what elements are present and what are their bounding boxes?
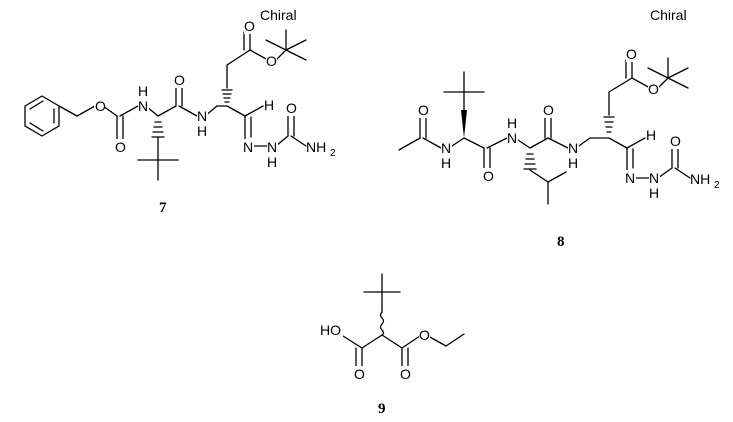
atom-n: N xyxy=(507,130,517,146)
atom-o: O xyxy=(115,139,126,155)
atom-n: N xyxy=(649,170,659,186)
atom-n: N xyxy=(267,139,277,155)
hashed-bond xyxy=(603,116,615,133)
compound-number: 8 xyxy=(557,234,565,250)
benzene-ring xyxy=(24,95,60,137)
atom-o: O xyxy=(354,366,365,382)
atom-o: O xyxy=(670,133,681,149)
atom-labels-8: O N H O N H O N H O O H N N H O NH xyxy=(418,46,720,201)
chiral-label: Chiral xyxy=(650,7,687,23)
compound-number: 9 xyxy=(378,401,386,417)
atom-nh2: NH xyxy=(306,139,326,155)
hashed-bond xyxy=(221,89,233,103)
atom-o: O xyxy=(543,102,554,118)
atom-o: O xyxy=(244,18,255,34)
subscript-2: 2 xyxy=(330,148,336,159)
hashed-bond xyxy=(151,121,165,138)
atom-n: N xyxy=(197,108,207,124)
compound-number: 7 xyxy=(159,200,167,216)
compound-9: HO O O O 9 xyxy=(319,273,465,417)
subscript-2: 2 xyxy=(714,180,720,191)
atom-n: N xyxy=(138,98,148,114)
atom-o: O xyxy=(419,327,430,343)
atom-n: N xyxy=(243,139,253,155)
atom-h: H xyxy=(197,123,207,139)
atom-labels-7: O N H O O N H O O H N N H O NH 2 xyxy=(94,18,336,170)
compound-8: O N H O N H O N H O O H N N H O NH xyxy=(398,7,720,250)
atom-h: H xyxy=(441,155,451,171)
wavy-bond xyxy=(379,311,385,336)
atom-h: H xyxy=(138,83,148,99)
atom-o: O xyxy=(483,168,494,184)
atom-n: N xyxy=(568,140,578,156)
hashed-bond xyxy=(523,153,537,170)
atom-o: O xyxy=(418,102,429,118)
atom-h: H xyxy=(646,127,656,143)
chiral-label: Chiral xyxy=(260,7,297,23)
atom-h: H xyxy=(267,154,277,170)
atom-labels-9: HO O O O xyxy=(319,322,430,382)
atom-o: O xyxy=(626,46,637,62)
atom-h: H xyxy=(507,115,517,131)
atom-h: H xyxy=(568,155,578,171)
atom-h: H xyxy=(649,185,659,201)
compound-7: O N H O O N H O O H N N H O NH 2 Chira xyxy=(24,7,336,216)
atom-ho: HO xyxy=(320,322,341,338)
atom-n: N xyxy=(625,170,635,186)
atom-o: O xyxy=(95,98,106,114)
atom-n: N xyxy=(441,140,451,156)
atom-nh2: NH xyxy=(690,171,710,187)
atom-o: O xyxy=(648,81,659,97)
atom-o: O xyxy=(266,53,277,69)
atom-o: O xyxy=(400,366,411,382)
atom-o: O xyxy=(286,100,297,116)
atom-o: O xyxy=(174,72,185,88)
atom-h: H xyxy=(264,97,274,113)
